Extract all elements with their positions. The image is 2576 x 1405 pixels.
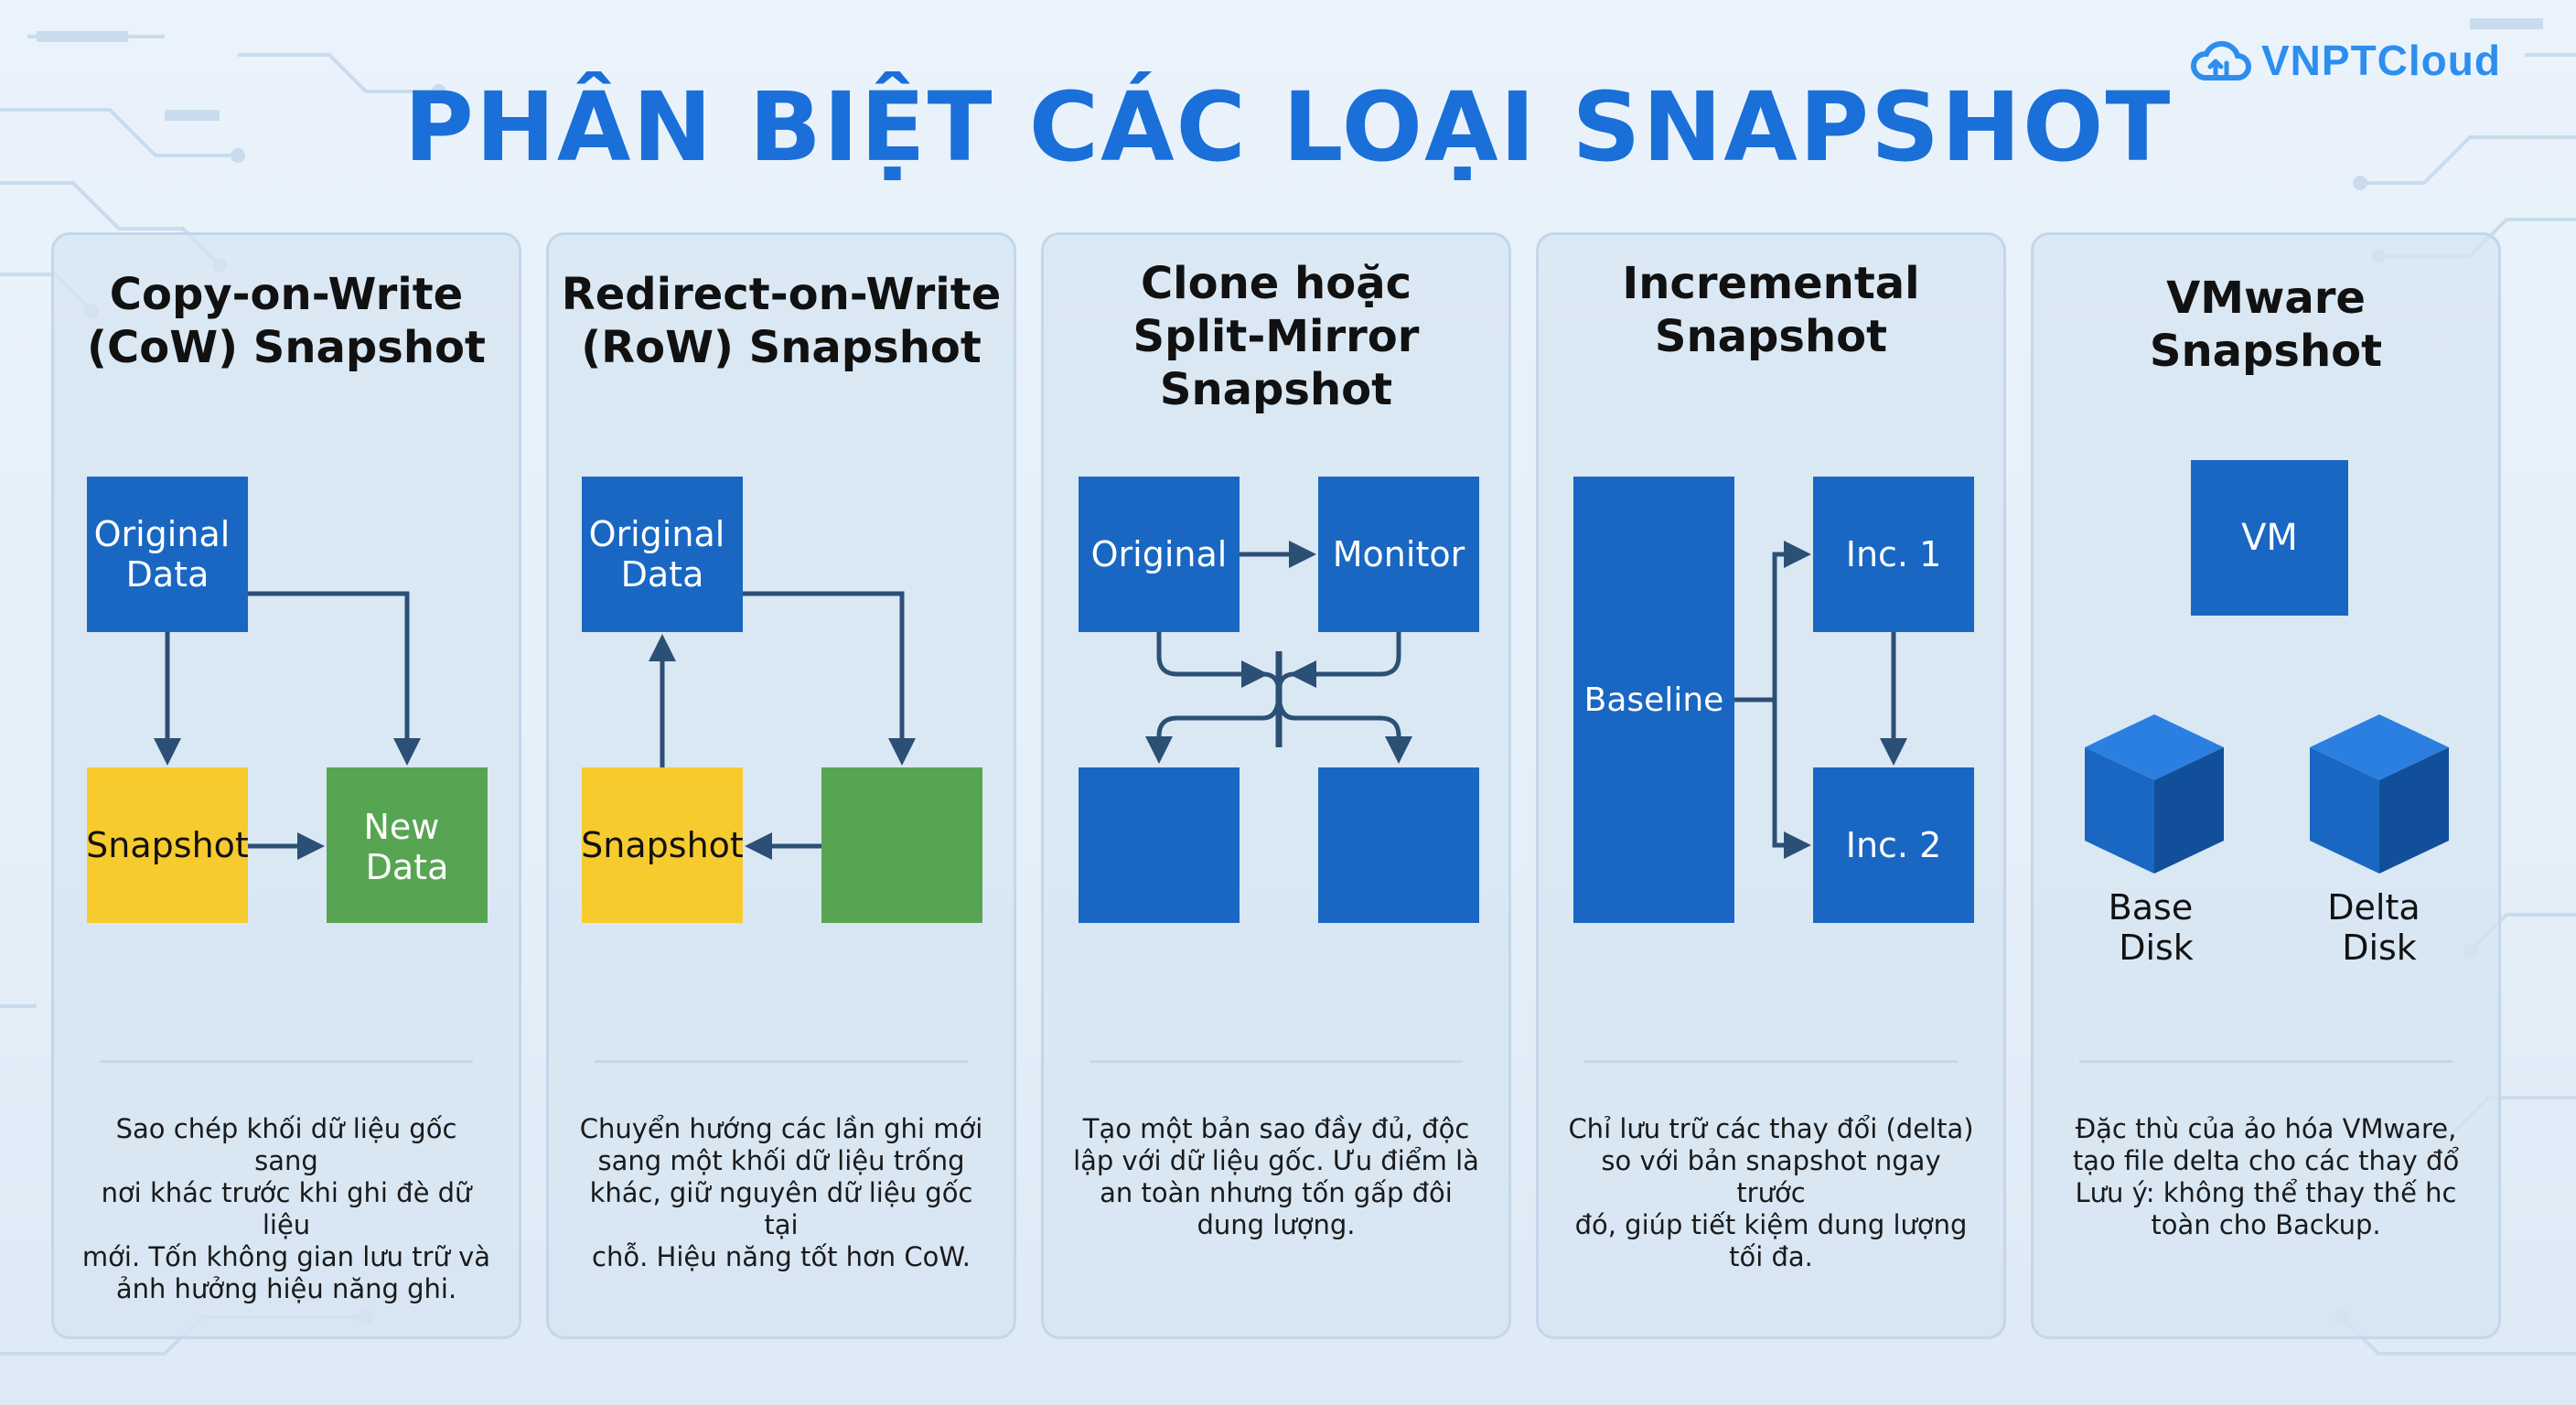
panel-description: Tạo một bản sao đầy đủ, độc lập với dữ l… [1073,1113,1479,1240]
new-data-label: New Data [364,807,451,887]
original-box [1079,477,1240,632]
baseline-box [1573,477,1734,923]
divider [1089,1060,1463,1063]
incremental-diagram: Baseline Inc. 1 Inc. 2 [1573,477,1974,923]
panel-title: Clone hoặc Split-Mirror Snapshot [1132,258,1420,415]
arrow-original-to-newdata [248,591,421,766]
divider [1584,1060,1958,1063]
vm-box [2191,460,2348,616]
baseline-label: Baseline [1584,681,1724,719]
panel-description: Chuyển hướng các lần ghi mới sang một kh… [579,1113,983,1272]
arrow-baseline-to-inc1 [1772,541,1811,700]
monitor-box [1318,477,1479,632]
arrow-right-out [1294,715,1412,764]
panel-title: Incremental Snapshot [1622,258,1920,362]
arrow-original-to-empty [743,591,916,766]
arrow-baseline-to-inc2 [1772,700,1811,859]
divider [100,1060,473,1063]
divider [2079,1060,2453,1063]
empty-block-box [821,767,982,923]
panel-description: Sao chép khối dữ liệu gốc sang nơi khác … [81,1113,491,1304]
arrow-left-out [1145,715,1263,764]
delta-disk-label: Delta Disk [2327,887,2431,968]
snapshot-label: Snapshot [86,825,249,865]
page-title: PHÂN BIỆT CÁC LOẠI SNAPSHOT [403,71,2173,183]
row-diagram: Original Data Snapshot [581,477,982,923]
clone-diagram: Original Monitor [1079,477,1479,923]
divider [595,1060,968,1063]
monitor-label: Monitor [1333,534,1465,574]
original-data-label: Original Data [589,514,736,595]
delta-disk-cube [2310,714,2449,874]
arrow-right-in [1289,632,1401,688]
base-disk-cube [2085,714,2224,874]
panel-vmware: VMware Snapshot VM Base Disk Delta Disk … [2031,232,2501,1339]
clone-copy-left-box [1079,767,1240,923]
snapshot-box [582,767,743,923]
panel-incremental: Incremental Snapshot Baseline Inc. 1 Inc… [1536,232,2006,1339]
panel-description: Chỉ lưu trữ các thay đổi (delta) so với … [1568,1113,1974,1272]
panel-cow: Copy-on-Write (CoW) Snapshot Original Da… [51,232,521,1339]
brand-name: VNPTCloud [2261,37,2501,84]
panel-title: Redirect-on-Write (RoW) Snapshot [561,269,1002,373]
original-data-box [582,477,743,632]
inc2-box [1813,767,1974,923]
vmware-diagram: VM Base Disk Delta Disk [2085,460,2449,968]
new-data-box [327,767,488,923]
cow-diagram: Original Data Snapshot New Data [86,477,488,923]
clone-copy-right-box [1318,767,1479,923]
snapshot-box [87,767,248,923]
inc1-box [1813,477,1974,632]
original-data-label: Original Data [94,514,242,595]
base-disk-label: Base Disk [2109,887,2205,968]
arrow-left-in [1156,632,1269,688]
inc1-label: Inc. 1 [1846,534,1942,574]
panel-row: Redirect-on-Write (RoW) Snapshot Origina… [546,232,1016,1339]
brand-logo: VNPTCloud [2188,33,2517,88]
panel-clone: Clone hoặc Split-Mirror Snapshot Origina… [1041,232,1511,1339]
snapshot-label: Snapshot [581,825,744,865]
panel-title: VMware Snapshot [2149,273,2383,377]
panel-description: Đặc thù của ảo hóa VMware, tạo file delt… [2072,1113,2460,1240]
cloud-icon [2191,40,2251,80]
original-data-box [87,477,248,632]
inc2-label: Inc. 2 [1846,825,1942,865]
original-label: Original [1091,534,1228,574]
panel-title: Copy-on-Write (CoW) Snapshot [87,269,486,373]
vm-label: VM [2241,517,2298,559]
